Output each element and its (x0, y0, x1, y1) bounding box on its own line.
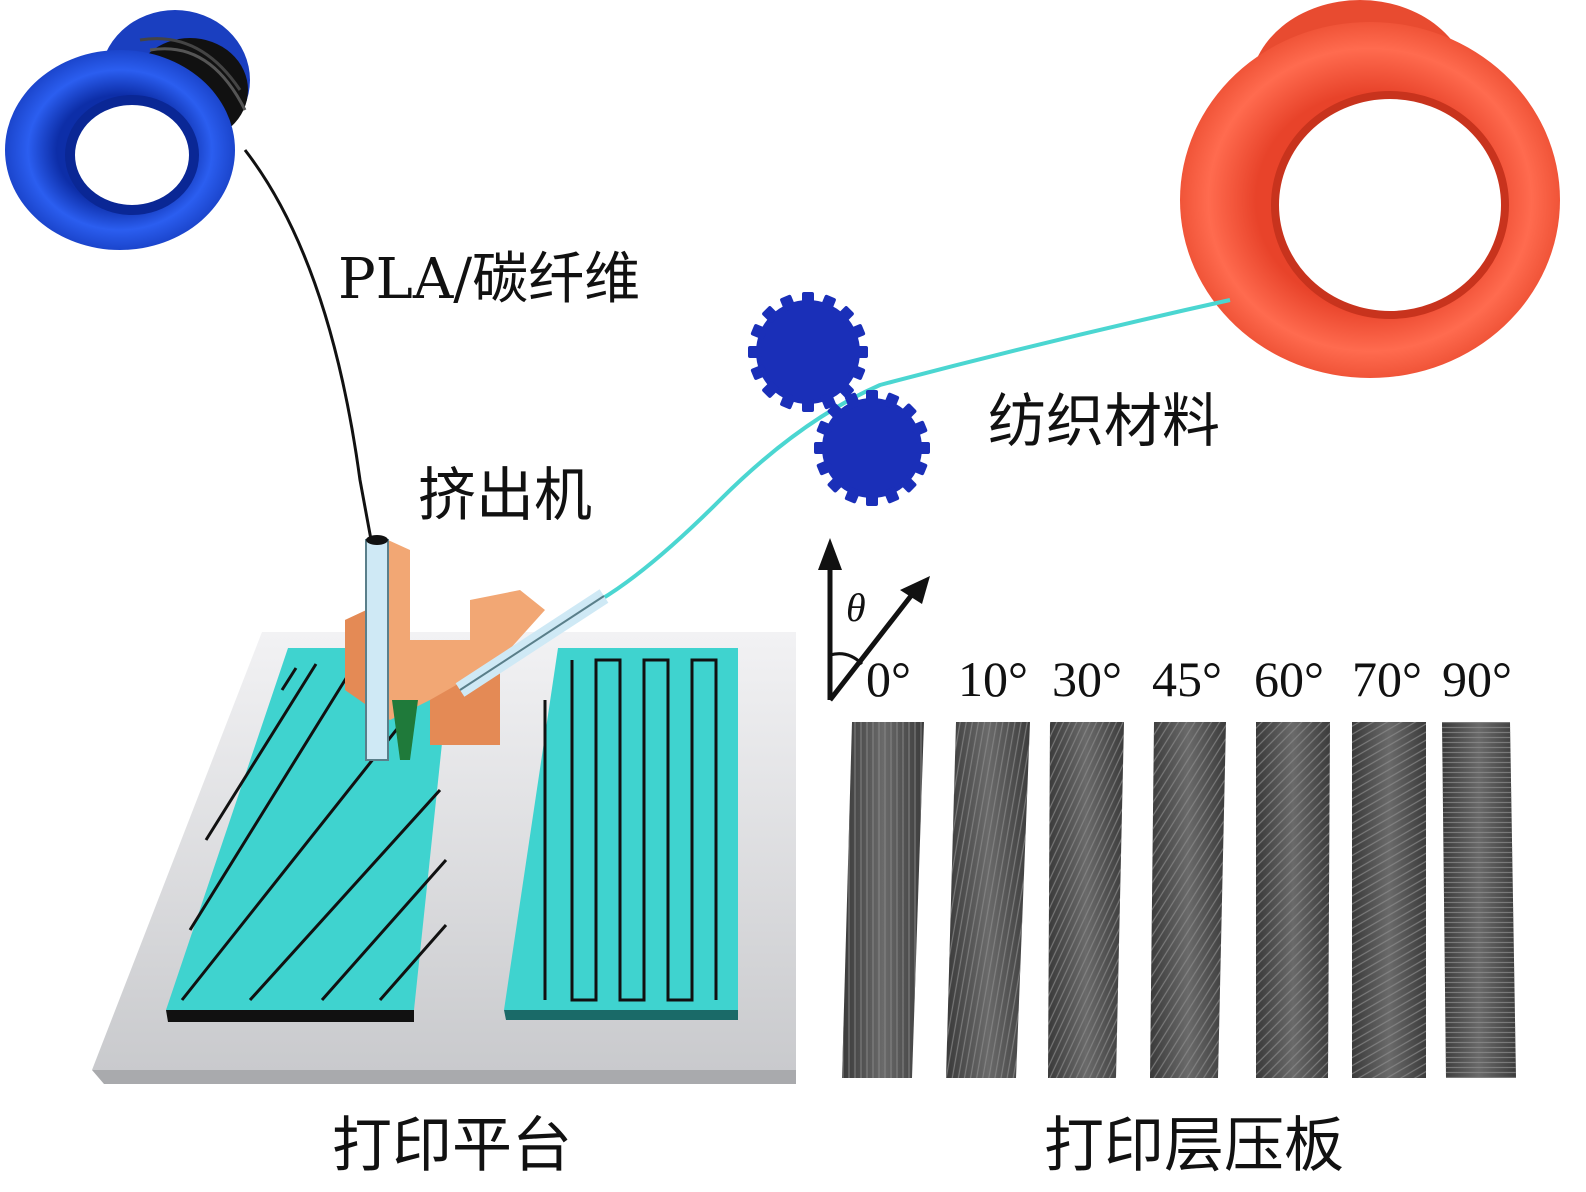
gear-upper (748, 292, 868, 412)
printed-part-serpentine (504, 648, 738, 1020)
blue-spool (5, 10, 250, 250)
theta-axis (818, 538, 930, 702)
extruder-label: 挤出机 (418, 461, 593, 529)
extruder (345, 535, 609, 761)
angle-label-0: 0° (866, 651, 911, 707)
angle-label-60: 60° (1254, 651, 1324, 707)
sample-30 (1048, 722, 1124, 1078)
sample-60 (1256, 722, 1330, 1078)
angle-label-10: 10° (958, 651, 1028, 707)
angle-label-30: 30° (1052, 651, 1122, 707)
gear-lower (814, 390, 930, 506)
pla-filament (243, 149, 374, 546)
sample-45 (1150, 722, 1226, 1078)
sample-0 (842, 722, 924, 1078)
platform-caption: 打印平台 (332, 1111, 572, 1181)
red-spool (1180, 0, 1560, 378)
sample-90 (1442, 722, 1516, 1078)
textile-fiber (468, 298, 1231, 692)
theta-label: θ (846, 585, 866, 630)
sample-10 (946, 722, 1030, 1078)
angle-label-45: 45° (1152, 651, 1222, 707)
pla-carbon-label: PLA/碳纤维 (338, 247, 641, 312)
angle-label-90: 90° (1442, 651, 1512, 707)
textile-label: 纺织材料 (988, 387, 1221, 455)
sample-70 (1352, 722, 1426, 1078)
laminate-samples (820, 718, 1516, 1080)
laminate-caption: 打印层压板 (1044, 1111, 1344, 1181)
angle-label-70: 70° (1352, 651, 1422, 707)
